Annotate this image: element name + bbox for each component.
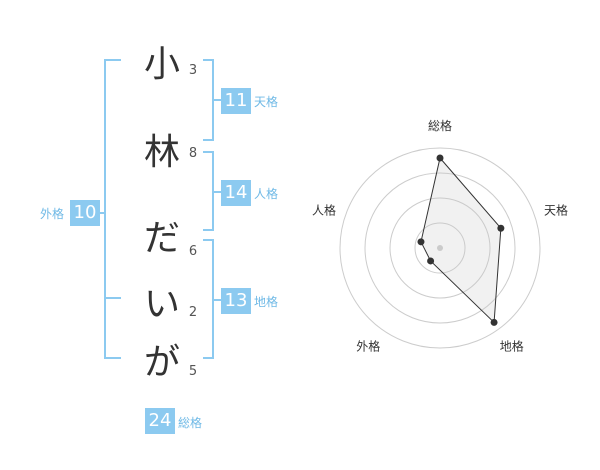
radar-ring xyxy=(339,147,541,349)
name-char: が xyxy=(143,342,180,383)
gaikaku-bracket xyxy=(104,59,121,359)
stroke-count: 8 xyxy=(188,146,198,161)
soukaku-value: 24 xyxy=(145,408,175,434)
radar-axis-label: 人格 xyxy=(312,202,336,217)
radar-axis-label: 天格 xyxy=(544,202,568,217)
radar-point xyxy=(427,257,435,265)
radar-center xyxy=(437,245,443,251)
radar-point xyxy=(490,318,498,326)
chikaku-label: 地格 xyxy=(254,295,279,309)
radar-point xyxy=(497,224,505,232)
jinkaku-value: 14 xyxy=(221,180,251,206)
soukaku-label: 総格 xyxy=(178,416,203,430)
name-char: 林 xyxy=(143,132,180,173)
stroke-count: 3 xyxy=(188,63,198,78)
stroke-count: 2 xyxy=(188,305,198,320)
radar-polygon xyxy=(420,156,502,324)
tenkaku-label: 天格 xyxy=(254,95,279,109)
radar-ring xyxy=(364,172,516,324)
name-char: だ xyxy=(143,218,180,259)
tenkaku-value: 11 xyxy=(221,88,251,114)
radar-axis-label: 地格 xyxy=(500,339,524,354)
gaikaku-label: 外格 xyxy=(40,207,65,221)
radar-ring xyxy=(414,222,466,274)
radar-point xyxy=(436,154,444,162)
radar-axis-label: 総格 xyxy=(428,118,452,133)
gaikaku-value: 10 xyxy=(70,200,100,226)
name-char: 小 xyxy=(143,44,180,85)
stroke-count: 5 xyxy=(188,364,198,379)
stroke-count: 6 xyxy=(188,244,198,259)
chikaku-value: 13 xyxy=(221,288,251,314)
radar-point xyxy=(417,238,425,246)
jinkaku-label: 人格 xyxy=(254,187,279,201)
radar-ring xyxy=(389,197,491,299)
name-char: い xyxy=(143,284,180,325)
radar-axis-label: 外格 xyxy=(356,339,380,354)
